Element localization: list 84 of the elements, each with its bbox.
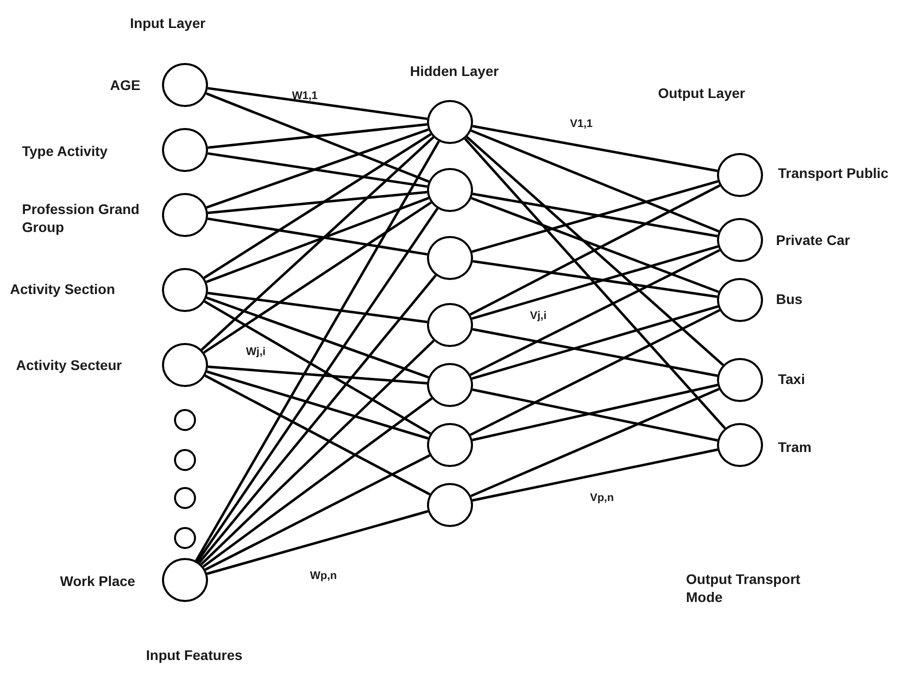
neuron-circle: [162, 268, 208, 312]
connection-line: [464, 138, 726, 430]
node-label: Type Activity: [22, 142, 109, 160]
connection-line: [470, 309, 720, 436]
layer-label: Input Layer: [130, 14, 206, 32]
neuron-circle: [717, 358, 763, 402]
connection-line: [470, 184, 720, 316]
node-label: AGE: [110, 76, 142, 94]
connection-line: [196, 208, 438, 562]
layer-label: Input Features: [146, 646, 244, 664]
connection-line: [466, 136, 724, 366]
neuron-circle: [162, 343, 208, 387]
connection-line: [204, 300, 432, 435]
neuron-circle: [427, 100, 473, 144]
layer-label: Output Transport Mode: [686, 570, 802, 606]
neuron-circle: [427, 303, 473, 347]
connection-line: [206, 296, 429, 378]
node-label: Bus: [776, 290, 804, 308]
neuron-circle: [427, 168, 473, 212]
connection-line: [470, 196, 720, 294]
weight-label: Vp,n: [590, 492, 615, 505]
neuron-circle: [162, 128, 208, 172]
connection-line: [200, 136, 434, 351]
connection-line: [208, 152, 428, 188]
connection-line: [200, 340, 435, 566]
connection-line: [198, 274, 437, 564]
connection-line: [472, 180, 718, 253]
weight-label: V1,1: [570, 118, 594, 131]
connection-line: [470, 388, 720, 498]
connection-line: [206, 128, 429, 209]
connection-line: [206, 370, 428, 440]
connection-line: [472, 260, 718, 298]
node-label: Activity Secteur: [16, 356, 123, 374]
connection-line: [470, 249, 720, 376]
neuron-circle: [427, 483, 473, 527]
node-label: Tram: [778, 438, 812, 456]
layer-label: Output Layer: [658, 84, 746, 102]
weight-label: W1,1: [292, 90, 319, 103]
connection-line: [202, 397, 433, 568]
connection-line: [472, 448, 718, 502]
node-label: Taxi: [778, 370, 806, 388]
neuron-circle: [717, 218, 763, 262]
layer-label: Hidden Layer: [410, 62, 500, 80]
connection-line: [206, 510, 428, 575]
neuron-circle: [174, 449, 196, 471]
connection-line: [208, 365, 428, 385]
neuron-circle: [427, 363, 473, 407]
connection-line: [472, 192, 718, 238]
neuron-circle: [162, 63, 208, 107]
neuron-circle: [427, 236, 473, 280]
connection-line: [472, 305, 718, 380]
node-label: Work Place: [60, 572, 136, 590]
connection-line: [203, 201, 432, 354]
connection-line: [208, 292, 428, 324]
connection-line: [204, 133, 432, 279]
connection-line: [206, 196, 430, 284]
neuron-circle: [162, 193, 208, 237]
weight-label: Wj,i: [246, 346, 267, 359]
connection-line: [472, 328, 718, 377]
connection-line: [207, 217, 428, 256]
weight-label: Vj,i: [530, 310, 548, 323]
connection-line: [204, 374, 430, 496]
neuron-circle: [174, 409, 196, 431]
neuron-circle: [717, 153, 763, 197]
connection-line: [206, 92, 430, 183]
connection-line: [208, 123, 428, 149]
connection-line: [204, 454, 430, 571]
neuron-circle: [427, 423, 473, 467]
neuron-circle: [174, 487, 196, 509]
connection-line: [208, 86, 428, 120]
weight-label: Wp,n: [310, 570, 338, 583]
neuron-circle: [717, 423, 763, 467]
node-label: Activity Section: [10, 280, 116, 298]
connection-line: [195, 140, 440, 562]
connection-line: [472, 245, 718, 320]
node-label: Private Car: [776, 231, 851, 249]
neuron-circle: [174, 527, 196, 549]
connection-line: [470, 129, 720, 233]
neuron-circle: [162, 558, 208, 602]
connection-line: [472, 124, 718, 172]
connection-line: [208, 190, 428, 214]
neuron-circle: [717, 278, 763, 322]
node-label: Transport Public: [778, 164, 890, 182]
node-label: Profession Grand Group: [22, 200, 140, 236]
